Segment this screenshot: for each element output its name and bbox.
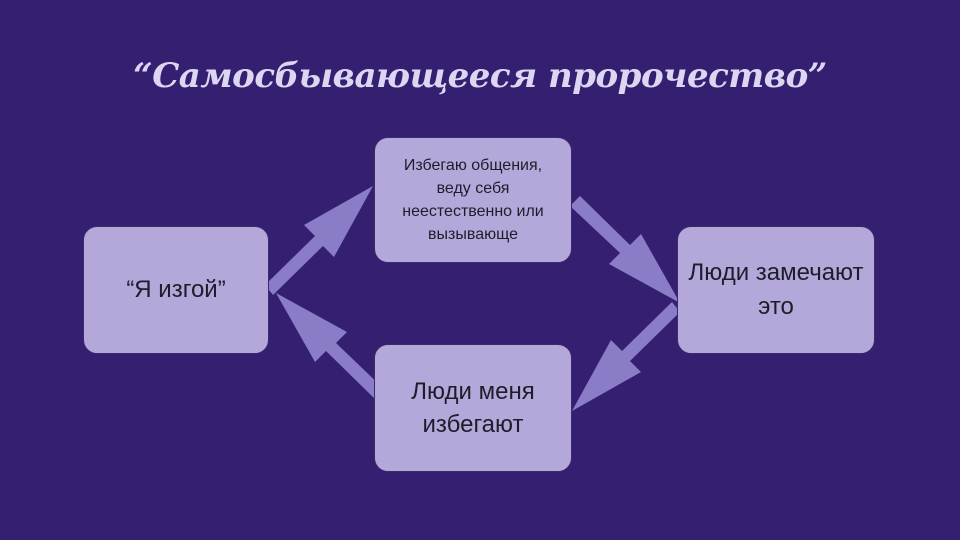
arrow-belief-to-behavior	[265, 186, 373, 295]
arrow-notice-to-avoid	[572, 302, 680, 411]
node-notice-label: Люди замечают это	[688, 259, 864, 320]
node-avoid: Люди меня избегают	[374, 344, 572, 472]
node-behavior-label: Избегаю общения, веду себя неестественно…	[402, 157, 544, 243]
arrow-avoid-to-belief	[276, 293, 386, 400]
node-notice: Люди замечают это	[677, 226, 875, 354]
arrow-behavior-to-notice	[570, 196, 680, 303]
slide-title: “Самосбывающееся пророчество”	[133, 56, 827, 96]
node-belief-label: “Я изгой”	[126, 276, 226, 303]
node-avoid-label: Люди меня избегают	[411, 378, 535, 438]
node-belief: “Я изгой”	[83, 226, 269, 354]
node-behavior: Избегаю общения, веду себя неестественно…	[374, 137, 572, 263]
